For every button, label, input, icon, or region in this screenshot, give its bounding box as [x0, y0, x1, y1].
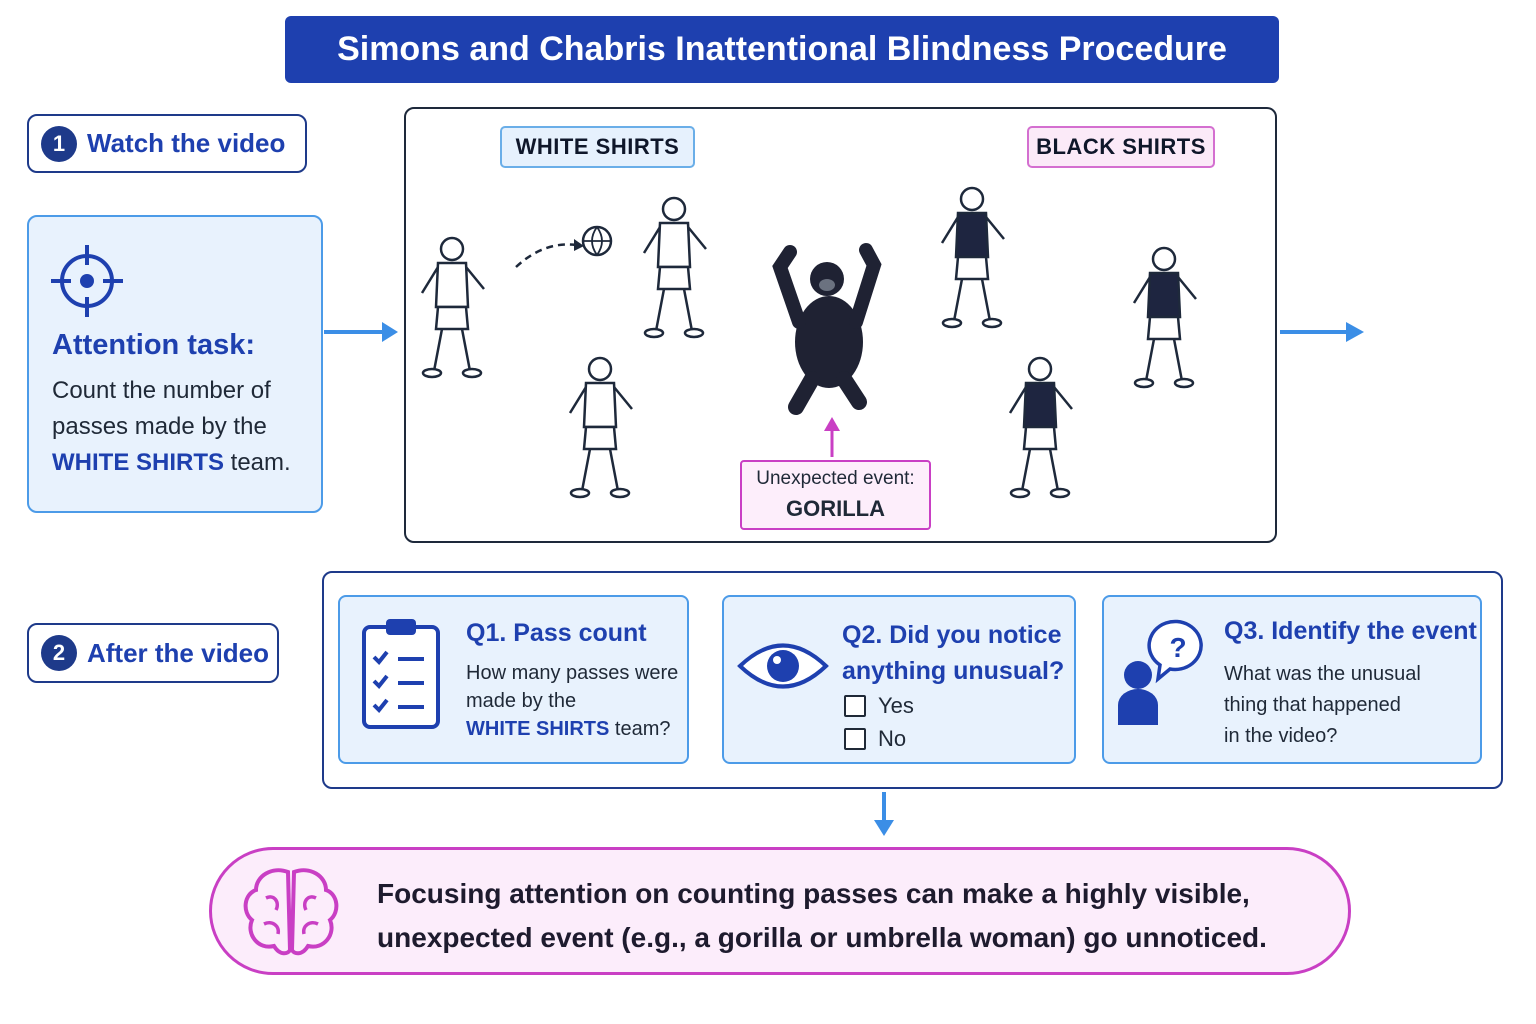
player-black-2 [1132, 246, 1198, 389]
conclusion-line1: Focusing attention on counting passes ca… [377, 878, 1250, 909]
q2-card: Q2. Did you notice anything unusual? Yes… [722, 595, 1076, 764]
event-caption: Unexpected event: [756, 468, 915, 489]
page-title: Simons and Chabris Inattentional Blindne… [285, 16, 1279, 83]
arrow-right-icon [324, 322, 398, 342]
brain-icon [243, 868, 339, 956]
no-label: No [878, 726, 907, 751]
attention-task-highlight: WHITE SHIRTS [52, 449, 224, 476]
player-white-1 [420, 236, 486, 379]
arrow-right-icon-2 [1280, 322, 1364, 342]
player-white-3 [568, 356, 634, 499]
step-2-label: 2 After the video [27, 623, 279, 683]
attention-task-text-before: Count the number of passes made by the [52, 377, 271, 440]
target-icon [51, 245, 123, 317]
yes-label: Yes [878, 693, 914, 718]
gorilla-figure [772, 243, 882, 415]
conclusion-box: Focusing attention on counting passes ca… [209, 847, 1351, 975]
attention-task-box: Attention task: Count the number of pass… [27, 215, 323, 513]
attention-task-text: Count the number of passes made by the W… [52, 373, 314, 481]
event-name: GORILLA [786, 496, 885, 521]
step-1-number: 1 [41, 125, 77, 162]
q1-title: Q1. Pass count [466, 619, 647, 647]
q2-option-no[interactable]: No [844, 726, 906, 752]
step-2-text: After the video [87, 637, 270, 668]
q3-text: What was the unusual thing that happened… [1224, 659, 1474, 752]
step-1-text: Watch the video [87, 128, 286, 158]
basketball-icon [581, 225, 613, 257]
q1-line3: WHITE SHIRTS team? [466, 715, 686, 743]
no-checkbox[interactable] [844, 728, 866, 750]
player-black-1 [940, 186, 1006, 329]
player-black-3 [1008, 356, 1074, 499]
attention-task-text-after: team. [224, 449, 291, 476]
q1-highlight: WHITE SHIRTS [466, 718, 610, 740]
q1-after: team? [609, 718, 671, 740]
step-2-number: 2 [41, 635, 77, 671]
person-question-icon: ? [1118, 619, 1203, 725]
svg-text:?: ? [1169, 632, 1186, 663]
q1-line2: made by the [466, 690, 577, 712]
q2-title: Q2. Did you notice anything unusual? [842, 617, 1064, 689]
q3-line3: in the video? [1224, 725, 1338, 747]
clipboard-icon [362, 619, 440, 729]
q1-card: Q1. Pass count How many passes were made… [338, 595, 689, 764]
pass-arrow [515, 243, 577, 268]
conclusion-line2: unexpected event (e.g., a gorilla or umb… [377, 922, 1267, 953]
step-1-label: 1 Watch the video [27, 114, 307, 173]
q3-card: ? Q3. Identify the event What was the un… [1102, 595, 1482, 764]
eye-icon [737, 643, 829, 689]
black-shirts-label: BLACK SHIRTS [1027, 126, 1215, 168]
q1-line1: How many passes were [466, 662, 679, 684]
yes-checkbox[interactable] [844, 695, 866, 717]
white-shirts-label: WHITE SHIRTS [500, 126, 695, 168]
player-white-2 [642, 196, 708, 339]
q3-line2: thing that happened [1224, 694, 1401, 716]
q2-title-line2: anything unusual? [842, 657, 1065, 685]
q2-option-yes[interactable]: Yes [844, 693, 914, 719]
q2-title-line1: Q2. Did you notice [842, 621, 1062, 649]
q3-title: Q3. Identify the event [1224, 617, 1477, 645]
event-pointer-arrow [824, 417, 840, 457]
q1-text: How many passes were made by the WHITE S… [466, 659, 686, 743]
q3-line1: What was the unusual [1224, 663, 1421, 685]
arrow-down-icon [874, 792, 894, 836]
unexpected-event-label: Unexpected event: GORILLA [740, 460, 931, 530]
conclusion-text: Focusing attention on counting passes ca… [377, 872, 1317, 960]
attention-task-heading: Attention task: [52, 329, 255, 361]
video-scene [420, 186, 1198, 499]
